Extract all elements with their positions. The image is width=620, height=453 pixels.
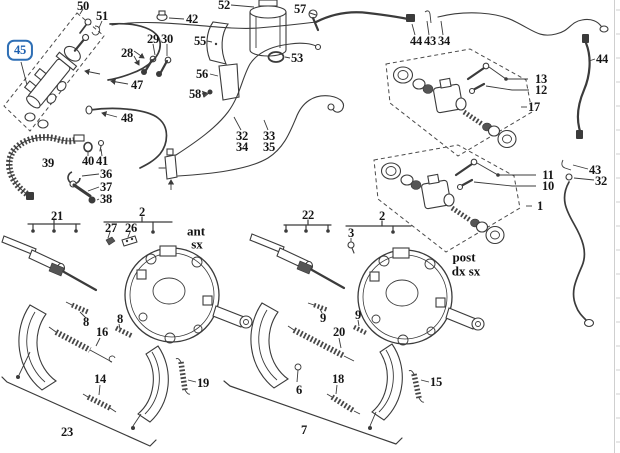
- callout-2[interactable]: 2: [378, 208, 386, 223]
- callout-27[interactable]: 27: [104, 220, 118, 235]
- callout-44[interactable]: 44: [595, 51, 609, 66]
- callout-43[interactable]: 43: [423, 33, 437, 48]
- callout-39[interactable]: 39: [41, 155, 55, 170]
- callout-28[interactable]: 28: [120, 45, 134, 60]
- wheel-cylinder-kit-1: [373, 144, 536, 253]
- callout-53[interactable]: 53: [290, 50, 304, 65]
- callout-40[interactable]: 40: [81, 153, 95, 168]
- callout-9[interactable]: 9: [319, 310, 327, 325]
- callout-50[interactable]: 50: [76, 0, 90, 13]
- reservoir-group: [201, 0, 320, 101]
- callout-43[interactable]: 43: [588, 162, 602, 177]
- callout-10[interactable]: 10: [541, 178, 555, 193]
- callout-18[interactable]: 18: [331, 371, 345, 386]
- caption-sx: sx: [191, 236, 203, 252]
- hoses-group: [6, 34, 596, 204]
- callout-14[interactable]: 14: [93, 371, 107, 386]
- callout-22[interactable]: 22: [301, 207, 315, 222]
- callout-8[interactable]: 8: [82, 314, 90, 329]
- callout-41[interactable]: 41: [95, 153, 109, 168]
- callout-8[interactable]: 8: [116, 311, 124, 326]
- pipes-group: [84, 10, 609, 328]
- rear-brake-assembly: [249, 233, 485, 430]
- callout-32[interactable]: 32: [594, 173, 608, 188]
- callout-23[interactable]: 23: [60, 424, 74, 439]
- callout-9[interactable]: 9: [354, 307, 362, 322]
- callout-34[interactable]: 34: [235, 139, 249, 154]
- callout-21[interactable]: 21: [50, 208, 64, 223]
- caption-post: post: [452, 249, 476, 265]
- callout-33[interactable]: 33: [262, 128, 276, 143]
- callout-32[interactable]: 32: [235, 128, 249, 143]
- front-brake-assembly: [1, 235, 253, 430]
- callout-11[interactable]: 11: [542, 167, 554, 182]
- callout-38[interactable]: 38: [99, 191, 113, 206]
- callout-7[interactable]: 7: [300, 422, 308, 437]
- callout-58[interactable]: 58: [188, 86, 202, 101]
- callout-42[interactable]: 42: [185, 11, 199, 26]
- callout-13[interactable]: 13: [534, 71, 548, 86]
- callout-2[interactable]: 2: [138, 204, 146, 219]
- callout-6[interactable]: 6: [295, 382, 303, 397]
- callout-3[interactable]: 3: [347, 225, 355, 240]
- callout-45[interactable]: 45: [6, 39, 34, 61]
- callout-52[interactable]: 52: [217, 0, 231, 12]
- callout-51[interactable]: 51: [95, 8, 109, 23]
- callout-19[interactable]: 19: [196, 375, 210, 390]
- caption-ant: ant: [186, 223, 206, 239]
- callout-57[interactable]: 57: [293, 1, 307, 16]
- callout-16[interactable]: 16: [95, 324, 109, 339]
- master-cylinder-group: [3, 8, 185, 132]
- brackets-group: [1, 216, 412, 447]
- caption-dx-sx: dx sx: [451, 263, 481, 279]
- callout-35[interactable]: 35: [262, 139, 276, 154]
- callout-15[interactable]: 15: [429, 374, 443, 389]
- callout-48[interactable]: 48: [120, 110, 134, 125]
- callout-1[interactable]: 1: [536, 198, 544, 213]
- page-border: [614, 0, 620, 453]
- callout-47[interactable]: 47: [130, 77, 144, 92]
- callout-56[interactable]: 56: [195, 66, 209, 81]
- callout-34[interactable]: 34: [437, 33, 451, 48]
- callout-30[interactable]: 30: [160, 31, 174, 46]
- callout-37[interactable]: 37: [99, 179, 113, 194]
- callout-44[interactable]: 44: [409, 33, 423, 48]
- callout-36[interactable]: 36: [99, 166, 113, 181]
- callout-26[interactable]: 26: [124, 220, 138, 235]
- callout-29[interactable]: 29: [146, 31, 160, 46]
- callout-55[interactable]: 55: [193, 33, 207, 48]
- callout-17[interactable]: 17: [527, 99, 541, 114]
- callout-20[interactable]: 20: [332, 324, 346, 339]
- callout-12[interactable]: 12: [534, 82, 548, 97]
- wheel-cylinder-kit-17: [385, 48, 533, 157]
